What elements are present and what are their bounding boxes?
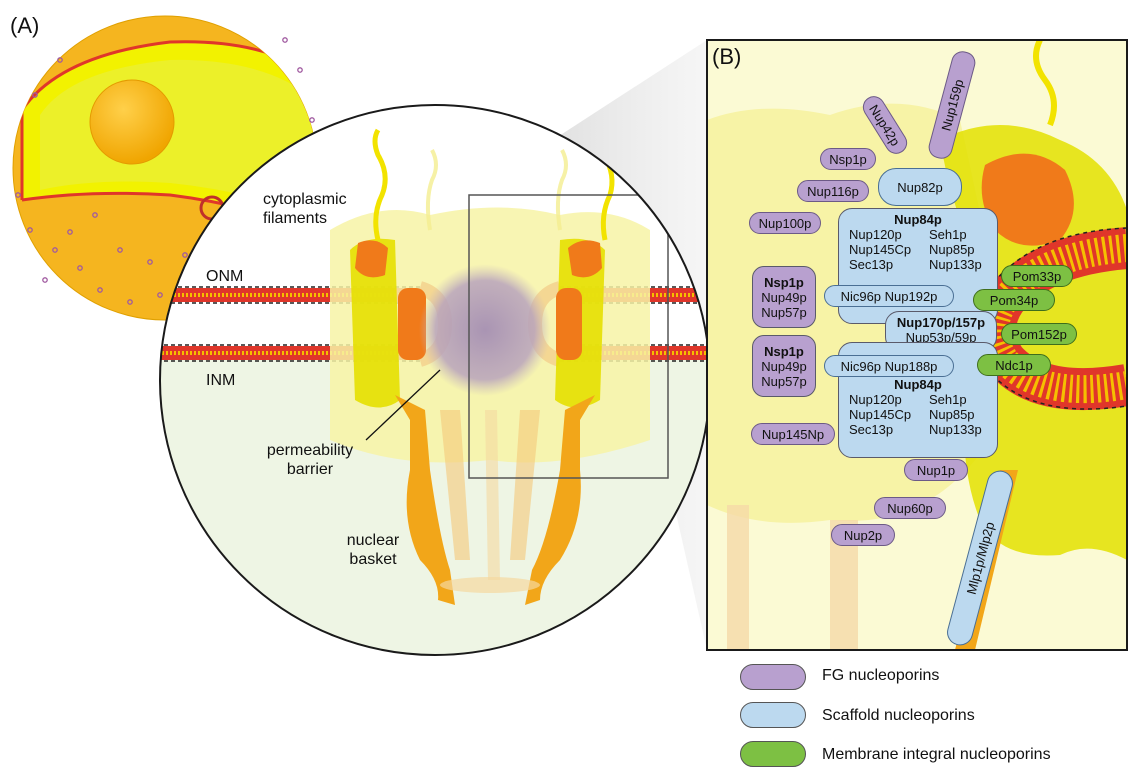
membrane-pom34p: Pom34p: [973, 289, 1055, 311]
inm-label: INM: [206, 371, 235, 390]
fg-complex-lower: Nsp1p Nup49p Nup57p: [752, 335, 816, 397]
panel-a-letter: (A): [10, 13, 39, 39]
fg-nup2p: Nup2p: [831, 524, 895, 546]
fg-nup1p: Nup1p: [904, 459, 968, 481]
scaffold-nic96-upper: Nic96p Nup192p: [824, 285, 954, 307]
nuclear-basket-label: nuclear basket: [328, 531, 418, 569]
onm-label: ONM: [206, 267, 243, 286]
barrier-blob: [419, 264, 551, 396]
scaffold-nic96-lower: Nic96p Nup188p: [824, 355, 954, 377]
legend-label-scaffold: Scaffold nucleoporins: [822, 706, 975, 725]
fg-nup100p: Nup100p: [749, 212, 821, 234]
fg-nup145np: Nup145Np: [751, 423, 835, 445]
fg-complex-upper: Nsp1p Nup49p Nup57p: [752, 266, 816, 328]
legend-label-membrane: Membrane integral nucleoporins: [822, 745, 1051, 764]
legend-swatch-membrane: [740, 741, 806, 767]
fg-nsp1p-top: Nsp1p: [820, 148, 876, 170]
legend-swatch-scaffold: [740, 702, 806, 728]
permeability-barrier-label: permeability barrier: [255, 441, 365, 479]
legend-label-fg: FG nucleoporins: [822, 666, 939, 685]
cytoplasmic-filaments-label: cytoplasmic filaments: [263, 190, 347, 228]
panel-b-letter: (B): [712, 44, 741, 70]
scaffold-nup82p: Nup82p: [878, 168, 962, 206]
membrane-pom152p: Pom152p: [1001, 323, 1077, 345]
legend-swatch-fg: [740, 664, 806, 690]
membrane-ndc1p: Ndc1p: [977, 354, 1051, 376]
fg-nup116p: Nup116p: [797, 180, 869, 202]
fg-nup60p: Nup60p: [874, 497, 946, 519]
membrane-pom33p: Pom33p: [1001, 265, 1073, 287]
